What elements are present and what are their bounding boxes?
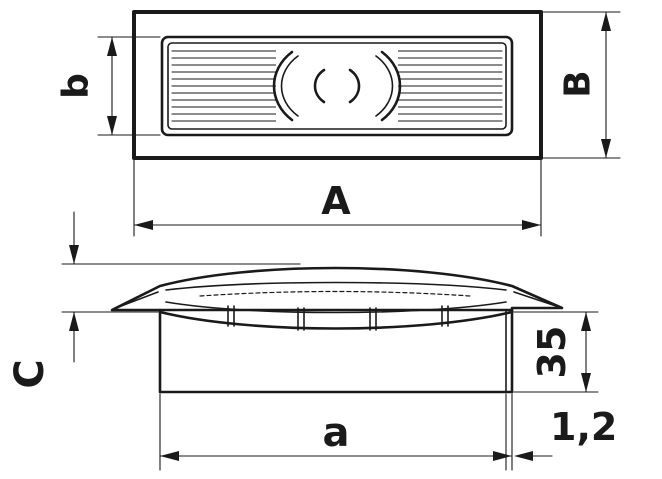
cap-underside xyxy=(165,301,507,314)
cap-rim-line xyxy=(165,281,507,291)
dimension-a xyxy=(159,393,513,471)
dimension-label-A: A xyxy=(321,179,351,223)
grip-mark xyxy=(272,48,402,124)
dimension-A xyxy=(133,159,542,237)
dimension-label-a: a xyxy=(323,410,350,456)
dimension-label-C: C xyxy=(7,359,53,388)
side-view: C 35 a 1,2 xyxy=(7,211,617,471)
top-view-grille-inner xyxy=(167,42,507,130)
dimension-label-B: B xyxy=(558,70,599,97)
dimension-C xyxy=(61,211,301,363)
top-view: b B A xyxy=(56,10,621,237)
dimension-1-2 xyxy=(505,393,553,471)
dimension-label-35: 35 xyxy=(530,326,574,379)
cap-right-lip xyxy=(513,291,557,307)
top-view-grille-frame xyxy=(160,35,514,137)
plug-body xyxy=(158,308,514,394)
dimension-label-1-2: 1,2 xyxy=(550,405,617,449)
dimension-B xyxy=(542,11,621,159)
dimension-35 xyxy=(513,311,599,393)
cap-left-lip xyxy=(115,291,159,309)
top-view-outer-frame xyxy=(132,10,543,160)
dimension-label-b: b xyxy=(56,73,97,99)
cap-dome xyxy=(110,266,564,330)
dimension-b xyxy=(97,36,161,136)
cap-grille-dashes xyxy=(199,290,471,297)
